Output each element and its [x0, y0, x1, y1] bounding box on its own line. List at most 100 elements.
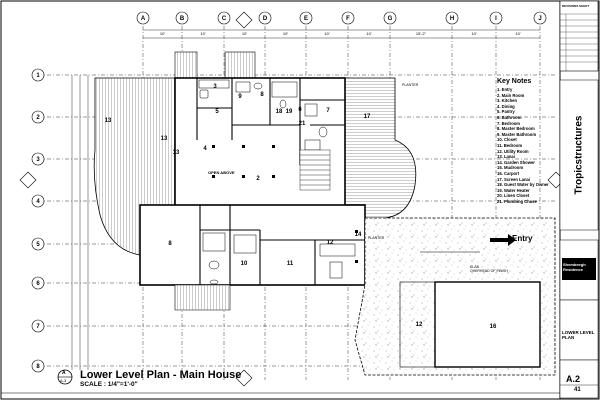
- key-note-item: 13. Lanai: [497, 154, 515, 160]
- grid-label-col: E: [304, 16, 308, 22]
- planter-label-2: PLANTER: [368, 236, 385, 240]
- revision-header: REVISIONS SHEET: [562, 4, 590, 8]
- room-number: 14: [355, 232, 362, 238]
- grid-bubble-row: [31, 276, 45, 290]
- grid-label-col: A: [141, 16, 146, 22]
- section-marker-id: A: [62, 370, 66, 376]
- grid-bubble-row: [31, 359, 45, 373]
- grid-label-col: B: [180, 16, 185, 22]
- key-note-item: 10. Closet: [497, 137, 517, 143]
- room-number: 16: [490, 324, 497, 330]
- grid-bubble-row: [31, 194, 45, 208]
- room-number: 9: [238, 94, 242, 100]
- room-number: 13: [161, 136, 168, 142]
- grid-bubble-col: [258, 11, 272, 25]
- room-number: 8: [260, 92, 264, 98]
- grid-label-col: J: [538, 16, 541, 22]
- key-note-item: 5. Pantry: [497, 109, 515, 115]
- carport-structure: [434, 281, 541, 368]
- page-number: 41: [574, 387, 581, 393]
- room-number: 12: [416, 322, 423, 328]
- room-number: 18: [276, 109, 283, 115]
- room-number: 13: [173, 150, 180, 156]
- key-note-item: 18. Guest Water by Owner: [497, 182, 549, 188]
- grid-label-row: 4: [36, 199, 40, 205]
- grid-bubble-col: [175, 11, 189, 25]
- grid-label-col: G: [388, 16, 393, 22]
- grid-bubble-col: [445, 11, 459, 25]
- slab-label: SLAB OVERHEAD OF FINISH: [470, 265, 508, 273]
- grid-label-col: H: [450, 16, 454, 22]
- grid-label-col: D: [263, 16, 268, 22]
- fixtures: [198, 79, 356, 285]
- entry-steps: [174, 51, 198, 79]
- grid-label-row: 6: [36, 281, 40, 287]
- key-note-item: 16. Carport: [497, 170, 520, 176]
- grid-bubble-row: [31, 110, 45, 124]
- top-dimension-string: [143, 29, 540, 39]
- key-note-item: 15. Mudroom: [497, 165, 524, 171]
- grid-label-row: 5: [36, 242, 40, 248]
- key-note-item: 4. Dining: [497, 103, 515, 109]
- lower-landing: [174, 284, 231, 311]
- grid-label-row: 3: [36, 157, 40, 163]
- dimension-label: 10': [200, 31, 205, 36]
- room-number: 8: [168, 241, 172, 247]
- grid-bubble-col: [489, 11, 503, 25]
- interior-walls: [196, 78, 365, 285]
- room-number: 12: [327, 240, 334, 246]
- key-note-item: 2. Main Room: [497, 92, 525, 98]
- grid-label-row: 7: [36, 324, 40, 330]
- grid-label-col: I: [495, 16, 497, 22]
- sheet-title-block: LOWER LEVEL PLAN: [562, 330, 595, 340]
- grid-bubble-row: [31, 152, 45, 166]
- grid-label-row: 2: [36, 115, 40, 121]
- key-note-item: 21. Plumbing Chase: [497, 198, 537, 204]
- dimension-label: 15'-2": [416, 31, 427, 36]
- key-note-item: 14. Garden Shower: [497, 159, 535, 165]
- structural-posts: [212, 145, 358, 263]
- room-number: 10: [241, 261, 248, 267]
- grid-bubble-col: [217, 11, 231, 25]
- key-note-item: 12. Utility Room: [497, 148, 529, 154]
- room-number: 11: [287, 261, 294, 267]
- north-deck: [224, 51, 256, 79]
- room-number: 17: [364, 114, 371, 120]
- key-note-item: 1. Entry: [497, 87, 513, 92]
- grid-bubble-col: [533, 11, 547, 25]
- key-note-item: 9. Master Bathroom: [497, 131, 537, 137]
- section-marker: [57, 369, 73, 385]
- grid-bubbles: A B C D E F G H I J 12 3 4 5 6 7 8: [31, 11, 547, 373]
- room-number: 5: [215, 109, 219, 115]
- sheet-number: A.2: [566, 374, 581, 384]
- dimension-label: 10': [515, 31, 520, 36]
- room-number: 6: [298, 107, 302, 113]
- carport-utility: [399, 281, 436, 368]
- room-number: 21: [299, 121, 306, 127]
- section-marker-sheet: A-3: [60, 378, 67, 383]
- key-note-item: 20. Linen Closet: [497, 193, 530, 199]
- dimension-label: 10': [160, 31, 165, 36]
- project-name: Shembeegh Residence: [563, 262, 586, 272]
- dimension-label: 10': [242, 31, 247, 36]
- grid-label-col: C: [222, 16, 227, 22]
- grid-bubble-col: [136, 11, 150, 25]
- key-note-item: 19. Water Heater: [497, 187, 530, 193]
- entry-label: Entry: [512, 234, 533, 243]
- entry-arrow: [490, 234, 516, 246]
- grid-label-col: F: [346, 16, 350, 22]
- grid-bubble-col: [341, 11, 355, 25]
- key-note-item: 11. Bedroom: [497, 142, 523, 148]
- dimension-label: 10': [366, 31, 371, 36]
- key-notes-title: Key Notes: [497, 78, 532, 85]
- title-block: [559, 0, 599, 399]
- open-above-label: OPEN ABOVE: [208, 170, 235, 175]
- key-note-item: 6. Bathroom: [497, 114, 522, 120]
- screen-lanai-east: [344, 77, 417, 219]
- dimension-label: 10': [283, 31, 288, 36]
- room-number: 13: [105, 118, 112, 124]
- key-note-item: 3. Kitchen: [497, 98, 518, 104]
